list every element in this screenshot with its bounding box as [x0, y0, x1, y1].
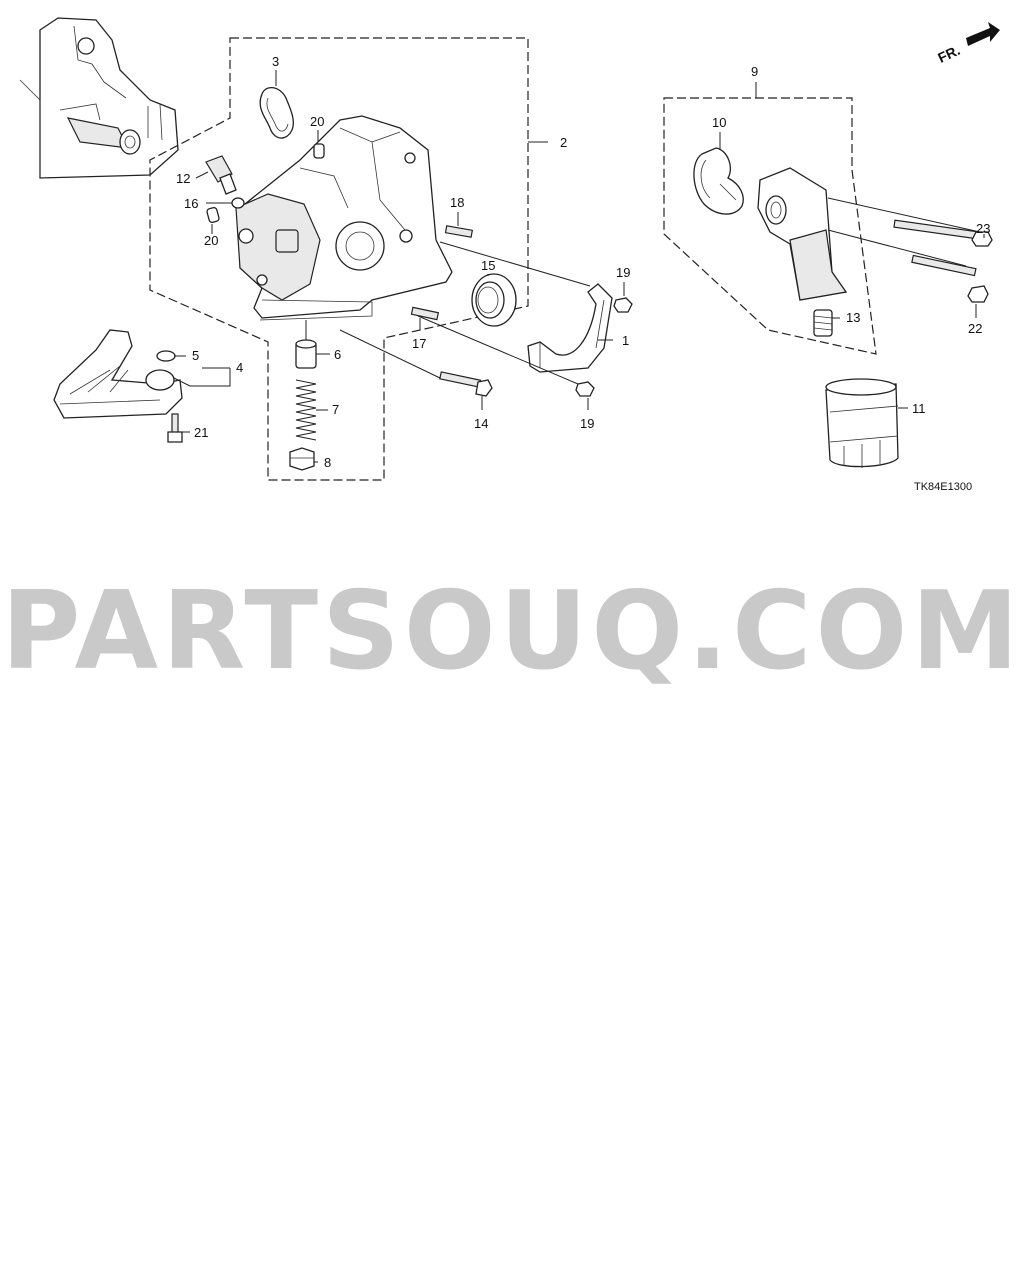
dowel-pin-upper [313, 143, 325, 159]
flange-nut-upper [613, 297, 633, 313]
direction-label: FR. [935, 42, 962, 66]
callout-11: 11 [912, 401, 926, 416]
callout-7: 7 [332, 402, 339, 417]
flange-bolt-22 [911, 254, 989, 303]
flange-bolt-14 [439, 371, 493, 397]
callout-17: 17 [412, 336, 426, 351]
dowel-pin-lower [206, 206, 220, 224]
oil-filter-joint [813, 309, 833, 337]
callout-8: 8 [324, 455, 331, 470]
watermark-text: PARTSOUQ.COM [1, 569, 1023, 694]
parts-diagram: FR. [19, 17, 1000, 493]
oil-pressure-sensor [205, 155, 237, 195]
callout-19-upper: 19 [616, 265, 630, 280]
callout-3: 3 [272, 54, 279, 69]
relief-valve [295, 339, 317, 369]
callout-4: 4 [236, 360, 243, 375]
callout-10: 10 [712, 115, 726, 130]
callout-22: 22 [968, 321, 982, 336]
callout-13: 13 [846, 310, 860, 325]
sealing-bolt [289, 447, 315, 471]
o-ring-16 [231, 197, 245, 209]
front-direction-arrow-icon: FR. [935, 22, 1000, 66]
callout-16: 16 [184, 196, 198, 211]
oil-pump-body [235, 115, 453, 321]
oil-pump-assembly-boundary [149, 37, 529, 481]
pump-gasket [259, 87, 294, 139]
callout-5: 5 [192, 348, 199, 363]
diagram-code: TK84E1300 [914, 481, 972, 493]
engine-block-illustration [19, 17, 179, 179]
oil-filter-base-boundary [663, 97, 877, 355]
callout-14: 14 [474, 416, 488, 431]
strainer-bolt [167, 413, 183, 443]
callout-19-lower: 19 [580, 416, 594, 431]
callout-labels: 1 2 3 4 5 6 7 8 9 10 11 12 13 14 15 16 1… [176, 54, 990, 493]
stud-bolt-17 [410, 306, 440, 321]
callout-15: 15 [481, 258, 495, 273]
callout-9: 9 [751, 64, 758, 79]
callout-6: 6 [334, 347, 341, 362]
oil-filter-base [757, 167, 848, 301]
oil-seal [471, 273, 517, 327]
callout-1: 1 [622, 333, 629, 348]
callout-20-lower: 20 [204, 233, 218, 248]
strainer-o-ring [156, 350, 176, 362]
callout-18: 18 [450, 195, 464, 210]
callout-leaders [173, 70, 985, 463]
callout-20-upper: 20 [310, 114, 324, 129]
oil-filter [825, 378, 899, 468]
flange-nut-lower [575, 381, 595, 397]
stud-bolt-18 [444, 225, 474, 238]
callout-21: 21 [194, 425, 208, 440]
oil-filter-base-gasket [693, 147, 744, 215]
baffle-plate [527, 283, 613, 373]
callout-23: 23 [976, 221, 990, 236]
oil-strainer [53, 329, 183, 419]
callout-12: 12 [176, 171, 190, 186]
relief-valve-spring [295, 379, 317, 441]
flange-bolt-23 [893, 219, 993, 247]
callout-2: 2 [560, 135, 567, 150]
